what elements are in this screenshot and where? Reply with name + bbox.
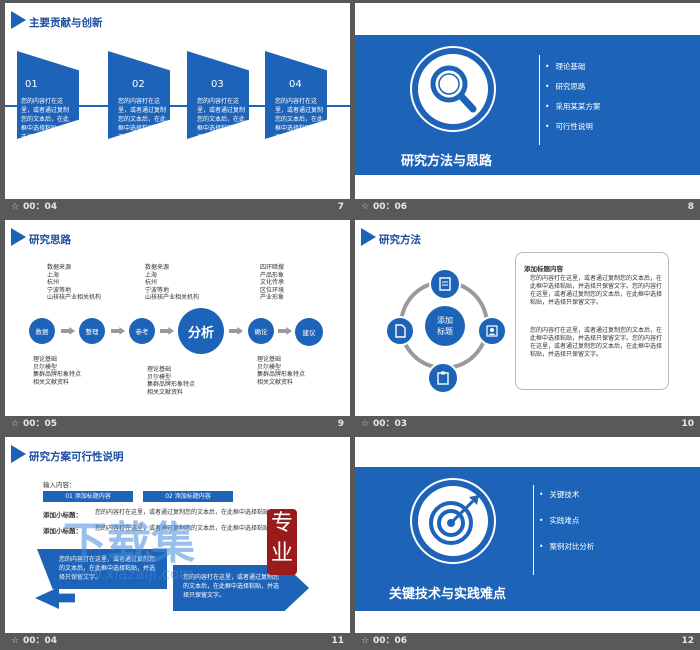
timeline-line (5, 105, 350, 107)
arrow-icon (278, 327, 292, 335)
star-icon[interactable]: ☆ (361, 419, 370, 429)
node-data: 数据 (29, 318, 55, 344)
slide-footer: ☆ 00：06 8 (355, 199, 700, 216)
slide-title: 研究方法 (379, 234, 421, 246)
content-box: 添加标题内容 您的内容打在这里，或者通过复制您的文本后，在此框中选择粘贴，并选择… (515, 252, 669, 390)
label-top-1: 数据来源上海杭州宁波等地山核核产业相关机构 (47, 264, 102, 301)
slide-12[interactable]: 关键技术与实践难点 关键技术 实践难点 案例对比分析 (355, 437, 700, 633)
arrow-icon (229, 327, 243, 335)
title-marker (361, 228, 376, 246)
blue-band (355, 35, 700, 175)
row-text-1: 您的内容打在这里，或者通过复制您的文本后，在此框中选择粘贴。 (95, 509, 276, 516)
slide-8[interactable]: 研究方法与思路 理论基础 研究思路 采用某某方案 可行性说明 (355, 3, 700, 199)
step-04: 04 您的内容打在这里，或者通过复制您的文本后，在此框中选择粘贴，并选择只保留文… (265, 51, 327, 139)
tab-01[interactable]: 01 添加标题内容 (43, 491, 133, 502)
arrow-left-icon (35, 587, 75, 609)
slide-title: 研究思路 (29, 234, 71, 246)
label-top-3: 四环暗搜产品形象文化传承区位环境产业形象 (260, 264, 285, 301)
slide-footer: ☆ 00：03 10 (355, 416, 700, 433)
divider (539, 55, 540, 145)
star-icon[interactable]: ☆ (11, 202, 20, 212)
slide-11[interactable]: 研究方案可行性说明 输入内容： 01 添加标题内容 02 添加标题内容 添加小标… (5, 437, 350, 633)
slide-title: 研究方案可行性说明 (29, 451, 124, 463)
subtitle-1: 添加小标题： (43, 511, 82, 519)
input-label: 输入内容： (43, 481, 76, 489)
star-icon[interactable]: ☆ (11, 419, 20, 429)
slide-10[interactable]: 研究方法 添加标题 添加标题内容 您的内容打在这里，或者通过复制您的文本后，在此… (355, 220, 700, 416)
slide-7-cell[interactable]: 主要贡献与创新 01 您的内容打在这里，或者通过复制您的文本后，在此框中选择粘贴… (5, 3, 350, 216)
node-reference: 参考 (129, 318, 155, 344)
target-icon (410, 478, 496, 564)
slide-9[interactable]: 研究思路 数据来源上海杭州宁波等地山核核产业相关机构 数据来源上海杭州宁波等地山… (5, 220, 350, 416)
blue-band (355, 467, 700, 611)
slide-8-cell[interactable]: 研究方法与思路 理论基础 研究思路 采用某某方案 可行性说明 ☆ 00：06 8 (355, 3, 700, 216)
list-item: 理论基础 (545, 61, 585, 72)
slide-title: 主要贡献与创新 (29, 17, 103, 29)
star-icon[interactable]: ☆ (361, 202, 370, 212)
star-icon[interactable]: ☆ (361, 636, 370, 646)
list-item: 实践难点 (539, 515, 579, 526)
box-title: 添加标题内容 (524, 265, 563, 273)
slide-footer: ☆ 00：04 7 (5, 199, 350, 216)
divider (533, 485, 534, 575)
subtitle-2: 添加小标题： (43, 527, 82, 535)
slide-footer: ☆ 00：06 12 (355, 633, 700, 650)
label-top-2: 数据来源上海杭州宁波等地山核核产业相关机构 (145, 264, 200, 301)
seal-stamp: 专业 (267, 509, 297, 575)
list-item: 采用某某方案 (545, 101, 600, 112)
step-01: 01 您的内容打在这里，或者通过复制您的文本后，在此框中选择粘贴，并选择只保留文… (17, 51, 79, 139)
slide-title: 关键技术与实践难点 (389, 587, 507, 602)
title-marker (11, 228, 26, 246)
watermark-text: 下载集 (63, 518, 195, 569)
label-bottom-1: 理论基础贝尔模型集群品牌形象特点相关文献资料 (33, 356, 82, 386)
center-node: 添加标题 (425, 306, 465, 346)
slide-10-cell[interactable]: 研究方法 添加标题 添加标题内容 您的内容打在这里，或者通过复制您的文本后，在此… (355, 220, 700, 433)
node-suggestion: 建议 (295, 318, 323, 346)
box-text-1: 您的内容打在这里，或者通过复制您的文本后，在此框中选择粘贴，并选择只保留文字。您… (530, 275, 663, 306)
tab-02[interactable]: 02 添加标题内容 (143, 491, 233, 502)
list-item: 可行性说明 (545, 121, 593, 132)
box-text-2: 您的内容打在这里，或者通过复制您的文本后，在此框中选择粘贴，并选择只保留文字。您… (530, 327, 663, 358)
clipboard-icon (427, 362, 459, 394)
slide-footer: ☆ 00：04 11 (5, 633, 350, 650)
person-icon (477, 316, 507, 346)
title-marker (11, 445, 26, 463)
list-item: 案例对比分析 (539, 541, 594, 552)
list-item: 研究思路 (545, 81, 585, 92)
document-icon (429, 268, 461, 300)
slide-7[interactable]: 主要贡献与创新 01 您的内容打在这里，或者通过复制您的文本后，在此框中选择粘贴… (5, 3, 350, 199)
node-analysis: 分析 (178, 308, 224, 354)
list-item: 关键技术 (539, 489, 579, 500)
slide-9-cell[interactable]: 研究思路 数据来源上海杭州宁波等地山核核产业相关机构 数据来源上海杭州宁波等地山… (5, 220, 350, 433)
arrow-icon (61, 327, 75, 335)
label-bottom-2: 理论基础贝尔模型集群品牌形象特点相关文献资料 (147, 366, 196, 396)
row-text-2: 您的内容打在这里，或者通过复制您的文本后，在此框中选择粘贴。 (95, 525, 276, 532)
slide-11-cell[interactable]: 研究方案可行性说明 输入内容： 01 添加标题内容 02 添加标题内容 添加小标… (5, 437, 350, 650)
step-02: 02 您的内容打在这里，或者通过复制您的文本后，在此框中选择粘贴，并选择只保留文… (108, 51, 170, 139)
arrow-icon (160, 327, 174, 335)
title-marker (11, 11, 26, 29)
magnifier-icon (410, 46, 496, 132)
slide-title: 研究方法与思路 (401, 154, 493, 169)
slide-12-cell[interactable]: 关键技术与实践难点 关键技术 实践难点 案例对比分析 ☆ 00：06 12 (355, 437, 700, 650)
watermark-url: www.xiazaiji.com (65, 565, 194, 583)
star-icon[interactable]: ☆ (11, 636, 20, 646)
node-organize: 整理 (79, 318, 105, 344)
arrow-icon (111, 327, 125, 335)
step-03: 03 您的内容打在这里，或者通过复制您的文本后，在此框中选择粘贴，并选择只保留文… (187, 51, 249, 139)
slide-footer: ☆ 00：05 9 (5, 416, 350, 433)
file-icon (385, 316, 415, 346)
arrow-block-left: 您的内容打在这里，或者通过复制您的文本后，在此框中选择粘贴，并选择只保留文字。 (37, 549, 167, 589)
node-conclusion: 确论 (248, 318, 274, 344)
label-bottom-3: 理论基础贝尔模型集群品牌形象特点相关文献资料 (257, 356, 306, 386)
